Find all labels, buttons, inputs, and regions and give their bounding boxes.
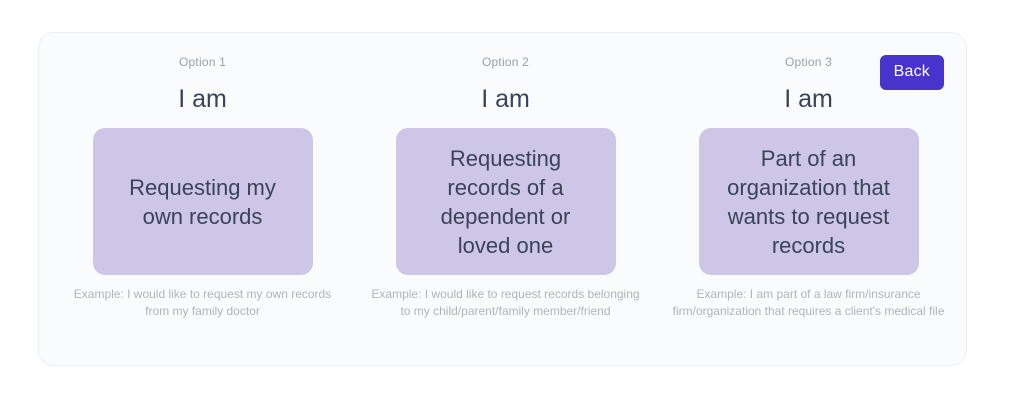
option-heading-1: I am [178,85,227,113]
option-example-3: Example: I am part of a law firm/insuran… [672,287,945,318]
option-heading-3: I am [784,85,833,113]
option-choice-card-3[interactable]: Part of an organization that wants to re… [698,128,919,275]
option-choice-card-2[interactable]: Requesting records of a dependent or lov… [395,128,616,275]
options-panel: Back Option 1 I am Requesting my own rec… [38,32,967,366]
option-example-1: Example: I would like to request my own … [73,287,332,318]
option-column-2: Option 2 I am Requesting records of a de… [354,33,657,320]
option-column-1: Option 1 I am Requesting my own records … [39,33,354,320]
option-column-3: Option 3 I am Part of an organization th… [657,33,966,320]
option-columns: Option 1 I am Requesting my own records … [39,33,966,365]
option-heading-2: I am [481,85,530,113]
option-label-3: Option 3 [785,55,832,69]
option-label-2: Option 2 [482,55,529,69]
option-choice-card-1[interactable]: Requesting my own records [92,128,313,275]
back-button[interactable]: Back [879,55,944,90]
option-example-2: Example: I would like to request records… [371,287,640,318]
option-label-1: Option 1 [179,55,226,69]
